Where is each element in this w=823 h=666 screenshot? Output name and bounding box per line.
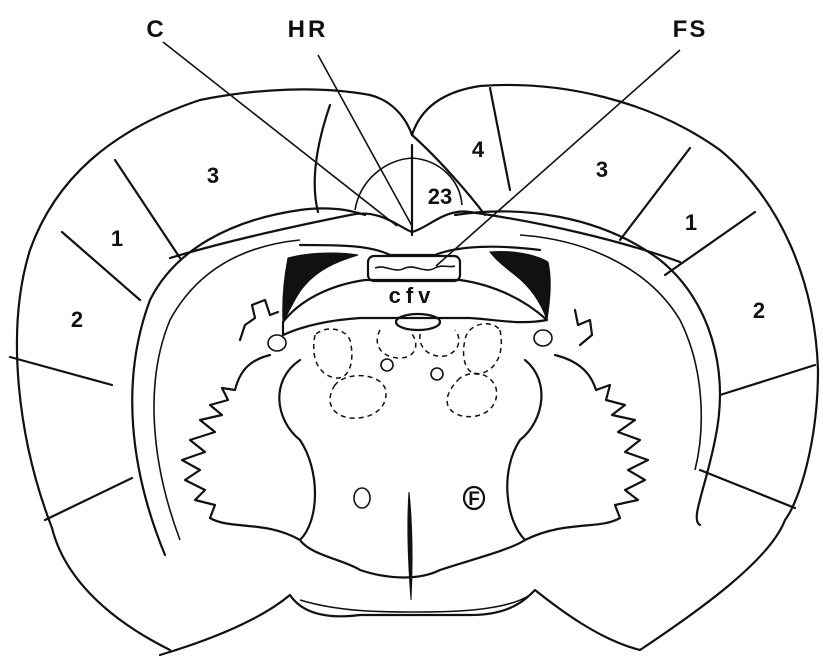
left-small-nucleus: [268, 335, 286, 351]
left-lower-circle: [354, 488, 370, 508]
nucleus-dashed-2: [330, 376, 386, 419]
region-right-2: 2: [753, 298, 765, 323]
hippocampus-right: [525, 310, 648, 540]
divider-right-b: [620, 148, 690, 240]
region-right-3: 3: [596, 157, 608, 182]
nucleus-dashed-1: [314, 329, 352, 378]
white-matter-left: [154, 240, 300, 540]
small-circle-left: [381, 359, 393, 371]
nucleus-dashed-3: [464, 324, 502, 374]
nucleus-dashed-6: [420, 330, 459, 356]
label-c: C: [146, 16, 163, 43]
nucleus-dashed-5: [377, 330, 416, 358]
lateral-ventricle-right: [490, 251, 550, 320]
divider-left-d: [45, 478, 132, 520]
region-left-1: 1: [111, 226, 123, 251]
label-cfv: cfv: [389, 283, 436, 308]
cortex-base-inner: [300, 595, 530, 612]
label-hr: HR: [288, 16, 329, 43]
nucleus-dashed-4: [447, 373, 497, 416]
small-circle-right: [431, 368, 443, 380]
third-ventricle-bottom: [408, 492, 412, 600]
cortex-inner-boundary-right: [455, 211, 720, 525]
divider-left-c: [115, 160, 180, 258]
divider-right-c: [665, 212, 755, 275]
cortex-lower-left: [52, 528, 170, 650]
divider-left-b: [62, 232, 140, 300]
region-right-1: 1: [685, 210, 697, 235]
region-left-2: 2: [71, 307, 83, 332]
cortex-outer-outline: [17, 85, 818, 650]
divider-left-a: [10, 357, 112, 385]
fornix-f-label: F: [468, 489, 480, 510]
label-fs: FS: [673, 16, 708, 43]
midline-lobe-left: [315, 105, 330, 212]
region-mid-23: 23: [428, 184, 452, 209]
divider-right-e: [700, 470, 795, 508]
right-small-nucleus: [534, 330, 552, 346]
region-mid-4: 4: [472, 137, 485, 162]
divider-right-d: [720, 365, 815, 395]
cortex-base-line: [160, 590, 640, 655]
divider-right-a: [490, 88, 510, 190]
region-left-3: 3: [207, 163, 219, 188]
third-ventricle-top: [396, 314, 440, 330]
fornix-superior-box: [368, 256, 460, 281]
fornix-superior-wave: [375, 266, 455, 270]
